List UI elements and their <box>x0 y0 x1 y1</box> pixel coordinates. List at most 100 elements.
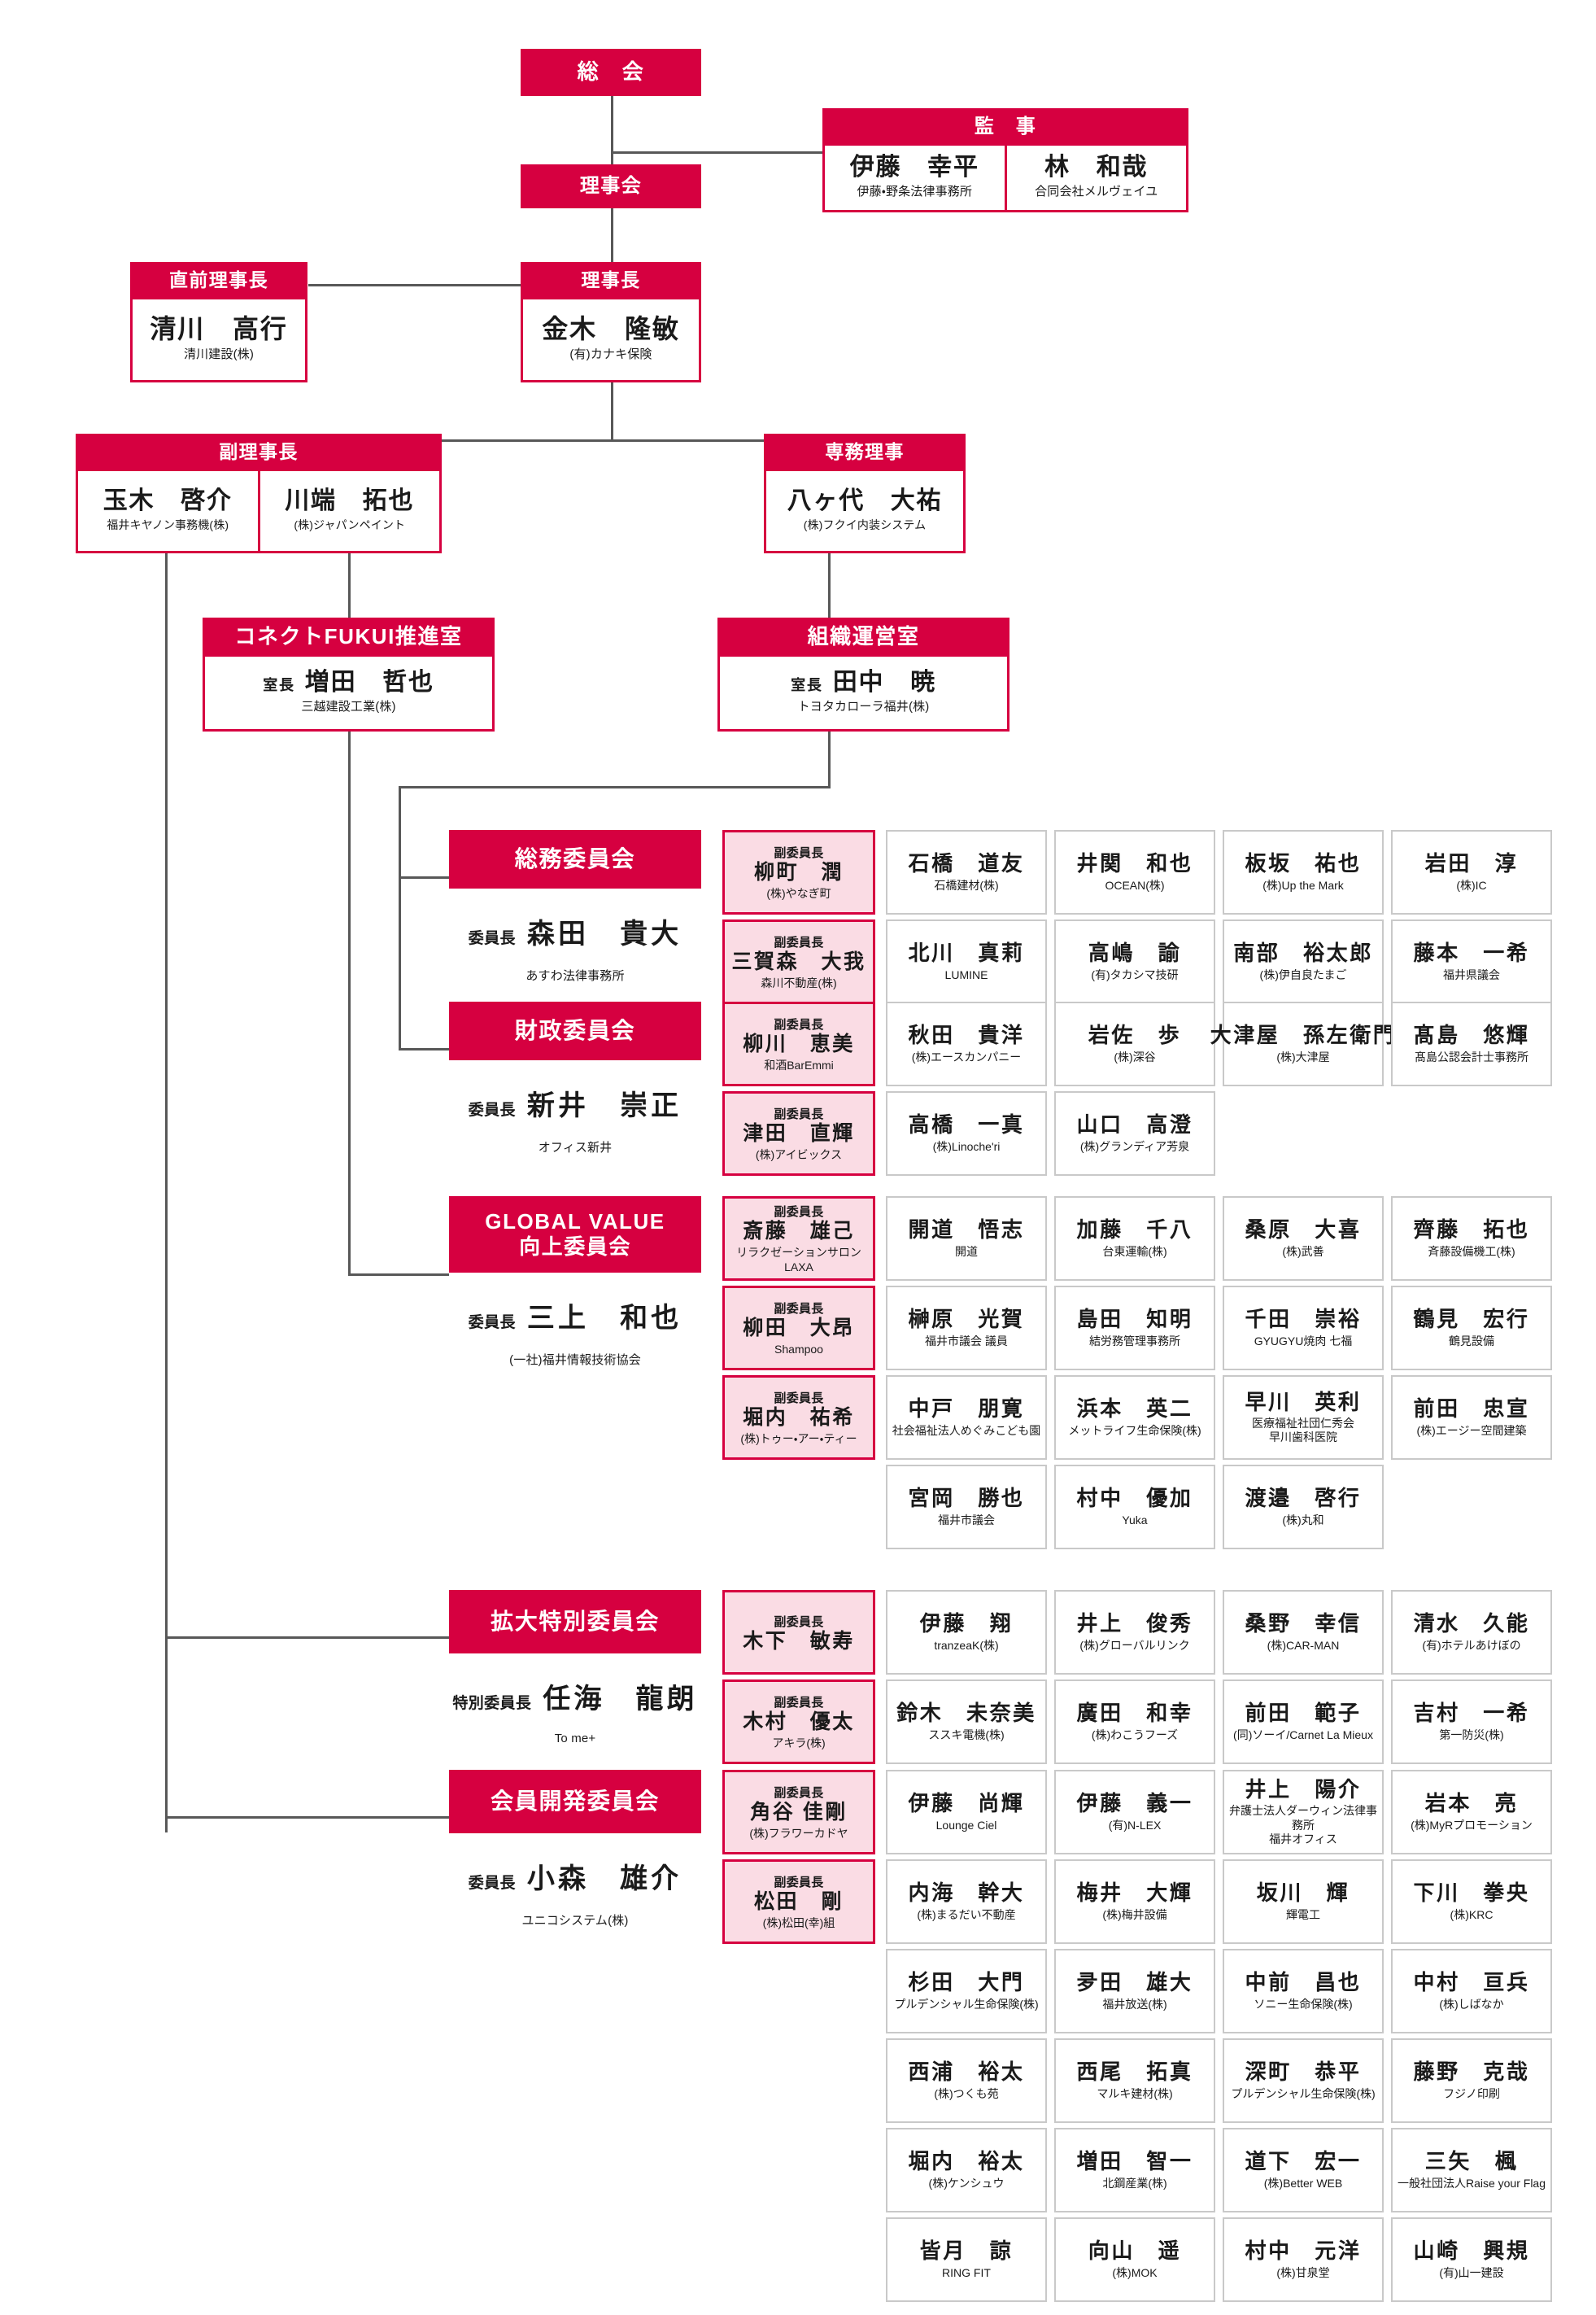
member-card[interactable]: 伊藤 義一(有)N-LEX <box>1054 1770 1215 1854</box>
member-card[interactable]: 齊藤 拓也斉藤設備機工(株) <box>1391 1196 1552 1281</box>
member-card[interactable]: 山口 高澄(株)グランディア芳泉 <box>1054 1091 1215 1176</box>
member-card[interactable]: 浜本 英二メットライフ生命保険(株) <box>1054 1375 1215 1460</box>
member-card[interactable]: 井上 陽介弁護士法人ダーウィン法律事務所福井オフィス <box>1223 1770 1384 1854</box>
member-card[interactable]: 桑原 大喜(株)武善 <box>1223 1196 1384 1281</box>
member-org: プルデンシャル生命保険(株) <box>894 1997 1039 2011</box>
member-card[interactable]: 藤本 一希福井県議会 <box>1391 919 1552 1004</box>
committee-header-expansion-special[interactable]: 拡大特別委員会 <box>449 1590 701 1653</box>
member-card[interactable]: 岩田 淳(株)IC <box>1391 830 1552 915</box>
vice-chair-card[interactable]: 副委員長堀内 祐希(株)トゥー・アー・ティー <box>722 1375 875 1460</box>
member-card[interactable]: 下川 拳央(株)KRC <box>1391 1859 1552 1944</box>
auditor-cell: 伊藤 幸平 伊藤・野条法律事務所 <box>825 146 1005 210</box>
member-card[interactable]: 堀内 裕太(株)ケンシュウ <box>886 2128 1047 2212</box>
committee-header-general-affairs[interactable]: 総務委員会 <box>449 830 701 889</box>
vice-chair-org: (株)やなぎ町 <box>766 886 831 900</box>
member-card[interactable]: 板坂 祐也(株)Up the Mark <box>1223 830 1384 915</box>
member-card[interactable]: 岩本 亮(株)MyRプロモーション <box>1391 1770 1552 1854</box>
member-card[interactable]: 杉田 大門プルデンシャル生命保険(株) <box>886 1949 1047 2033</box>
member-card[interactable]: 井上 俊秀(株)グローバルリンク <box>1054 1590 1215 1675</box>
member-card[interactable]: 清水 久能(有)ホテルあけぼの <box>1391 1590 1552 1675</box>
member-card[interactable]: 岩佐 歩(株)深谷 <box>1054 1002 1215 1086</box>
member-card[interactable]: 桑野 幸信(株)CAR-MAN <box>1223 1590 1384 1675</box>
member-card[interactable]: 加藤 千八台東運輸(株) <box>1054 1196 1215 1281</box>
member-org: Yuka <box>1122 1513 1148 1527</box>
member-card[interactable]: 髙島 悠輝髙島公認会計士事務所 <box>1391 1002 1552 1086</box>
member-card[interactable]: 前田 忠宣(株)エージー空間建築 <box>1391 1375 1552 1460</box>
member-name: 北川 真莉 <box>908 941 1025 966</box>
vice-chair-card[interactable]: 副委員長木村 優太アキラ(株) <box>722 1679 875 1764</box>
member-card[interactable]: 宮岡 勝也福井市議会 <box>886 1465 1047 1549</box>
member-card[interactable]: 中村 亘兵(株)しばなか <box>1391 1949 1552 2033</box>
member-org: 医療福祉社団仁秀会早川歯科医院 <box>1252 1416 1354 1444</box>
member-card[interactable]: 夛田 雄大福井放送(株) <box>1054 1949 1215 2033</box>
member-name: 島田 知明 <box>1076 1307 1193 1332</box>
member-card[interactable]: 藤野 克哉フジノ印刷 <box>1391 2038 1552 2123</box>
member-card[interactable]: 村中 元洋(株)甘泉堂 <box>1223 2217 1384 2302</box>
member-card[interactable]: 西尾 拓真マルキ建材(株) <box>1054 2038 1215 2123</box>
member-card[interactable]: 鶴見 宏行鶴見設備 <box>1391 1286 1552 1370</box>
member-card[interactable]: 鈴木 未奈美ススキ電機(株) <box>886 1679 1047 1764</box>
member-card[interactable]: 梅井 大輝(株)梅井設備 <box>1054 1859 1215 1944</box>
member-org: (有)ホテルあけぼの <box>1422 1638 1521 1652</box>
person-org: (株)フクイ内装システム <box>803 518 927 531</box>
member-card[interactable]: 廣田 和幸(株)わこうフーズ <box>1054 1679 1215 1764</box>
line-to-globalvalue <box>348 1273 449 1276</box>
member-card[interactable]: 坂川 輝輝電工 <box>1223 1859 1384 1944</box>
member-card[interactable]: 島田 知明結労務管理事務所 <box>1054 1286 1215 1370</box>
line-senmu-drop <box>828 552 831 618</box>
vice-chair-card[interactable]: 副委員長松田 剛(株)松田(幸)組 <box>722 1859 875 1944</box>
member-card[interactable]: 榊原 光賀福井市議会 議員 <box>886 1286 1047 1370</box>
vice-chair-card[interactable]: 副委員長柳町 潤(株)やなぎ町 <box>722 830 875 915</box>
vice-chair-name: 角谷 佳剛 <box>750 1800 848 1824</box>
member-card[interactable]: 高嶋 諭(有)タカシマ技研 <box>1054 919 1215 1004</box>
person-role: 室長 <box>791 677 823 694</box>
member-card[interactable]: 石橋 道友石橋建材(株) <box>886 830 1047 915</box>
member-card[interactable]: 南部 裕太郎(株)伊自良たまご <box>1223 919 1384 1004</box>
vice-chair-card[interactable]: 副委員長角谷 佳剛(株)フラワーカドヤ <box>722 1770 875 1854</box>
member-card[interactable]: 三矢 楓一般社団法人Raise your Flag <box>1391 2128 1552 2212</box>
vice-chair-role: 副委員長 <box>774 1017 824 1032</box>
vice-chair-card[interactable]: 副委員長津田 直輝(株)アイビックス <box>722 1091 875 1176</box>
member-org: (株)MOK <box>1112 2265 1158 2279</box>
member-card[interactable]: 道下 宏一(株)Better WEB <box>1223 2128 1384 2212</box>
member-org: プルデンシャル生命保険(株) <box>1231 2086 1376 2100</box>
member-name: 廣田 和幸 <box>1076 1701 1193 1726</box>
vice-chair-card[interactable]: 副委員長木下 敏寿 <box>722 1590 875 1675</box>
member-card[interactable]: 前田 範子(同)ソーイ/Carnet La Mieux <box>1223 1679 1384 1764</box>
vice-chair-card[interactable]: 副委員長斎藤 雄己リラクゼーションサロンLAXA <box>722 1196 875 1281</box>
committee-header-member-development[interactable]: 会員開発委員会 <box>449 1770 701 1833</box>
member-card[interactable]: 深町 恭平プルデンシャル生命保険(株) <box>1223 2038 1384 2123</box>
member-card[interactable]: 早川 英利医療福祉社団仁秀会早川歯科医院 <box>1223 1375 1384 1460</box>
vice-chair-card[interactable]: 副委員長三賀森 大我森川不動産(株) <box>722 919 875 1004</box>
line-vp-senmu <box>153 439 830 442</box>
member-card[interactable]: 山崎 興規(有)山一建設 <box>1391 2217 1552 2302</box>
committee-header-finance[interactable]: 財政委員会 <box>449 1002 701 1060</box>
member-card[interactable]: 中前 昌也ソニー生命保険(株) <box>1223 1949 1384 2033</box>
member-card[interactable]: 渡邉 啓行(株)丸和 <box>1223 1465 1384 1549</box>
member-card[interactable]: 開道 悟志開道 <box>886 1196 1047 1281</box>
member-card[interactable]: 大津屋 孫左衛門(株)大津屋 <box>1210 1002 1394 1086</box>
member-card[interactable]: 中戸 朋寛社会福祉法人めぐみこども園 <box>886 1375 1047 1460</box>
person-org: 三越建設工業(株) <box>301 699 396 714</box>
member-card[interactable]: 高橋 一真(株)Linoche'ri <box>886 1091 1047 1176</box>
vice-chair-org: Shampoo <box>774 1342 823 1356</box>
member-card[interactable]: 秋田 貴洋(株)エースカンパニー <box>886 1002 1047 1086</box>
vice-chair-card[interactable]: 副委員長柳川 恵美和酒BarEmmi <box>722 1002 875 1086</box>
member-card[interactable]: 西浦 裕太(株)つくも苑 <box>886 2038 1047 2123</box>
member-card[interactable]: 内海 幹大(株)まるだい不動産 <box>886 1859 1047 1944</box>
member-card[interactable]: 向山 遥(株)MOK <box>1054 2217 1215 2302</box>
member-name: 井上 俊秀 <box>1076 1611 1193 1636</box>
vice-chair-name: 柳川 恵美 <box>743 1032 855 1055</box>
member-card[interactable]: 吉村 一希第一防災(株) <box>1391 1679 1552 1764</box>
chair-title: 特別委員長 <box>452 1695 532 1712</box>
member-card[interactable]: 増田 智一北鋼産業(株) <box>1054 2128 1215 2212</box>
